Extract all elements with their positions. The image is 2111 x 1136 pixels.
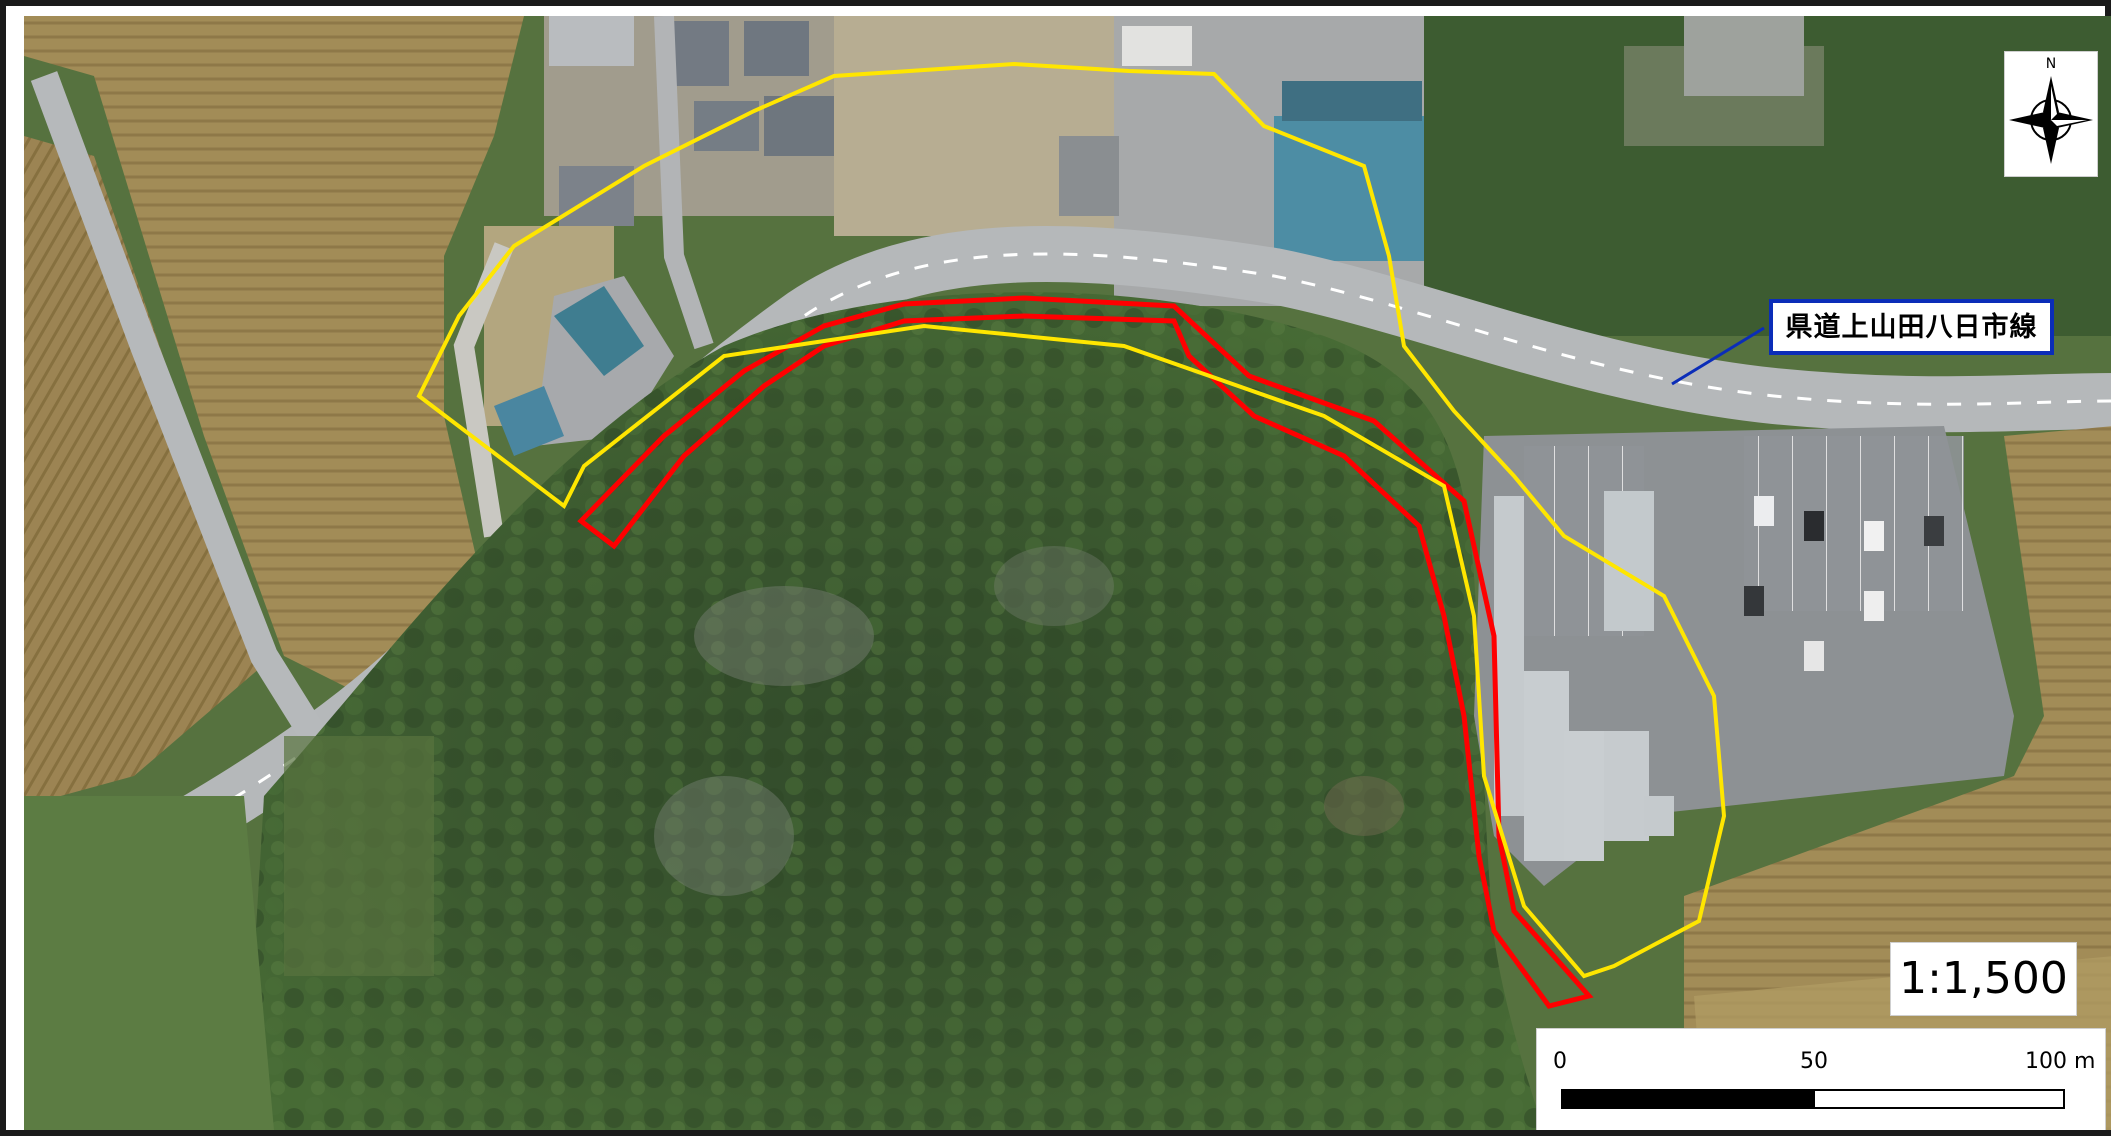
scale-ratio: 1:1,500 [1890,942,2077,1016]
scale-bar: 0 50 100 m [1536,1028,2106,1130]
compass-rose-icon [2009,76,2093,164]
scale-bar-white-segment [1813,1089,2065,1109]
scale-tick-100: 100 m [2025,1049,2096,1074]
compass-north-letter: N [2045,56,2057,72]
study-area-outline [416,61,1727,979]
scale-bar-black-segment [1561,1089,1813,1109]
scale-tick-50: 50 [1800,1049,1828,1074]
scale-tick-0: 0 [1553,1049,1567,1074]
aerial-photo [24,16,2111,1130]
target-area-outline [577,295,1594,1009]
road-label-leader [1671,326,1765,386]
road-name-label: 県道上山田八日市線 [1769,299,2054,355]
aerial-map[interactable]: 県道上山田八日市線 N 1:1,500 0 50 100 m [24,16,2111,1130]
north-arrow: N [2004,51,2098,177]
